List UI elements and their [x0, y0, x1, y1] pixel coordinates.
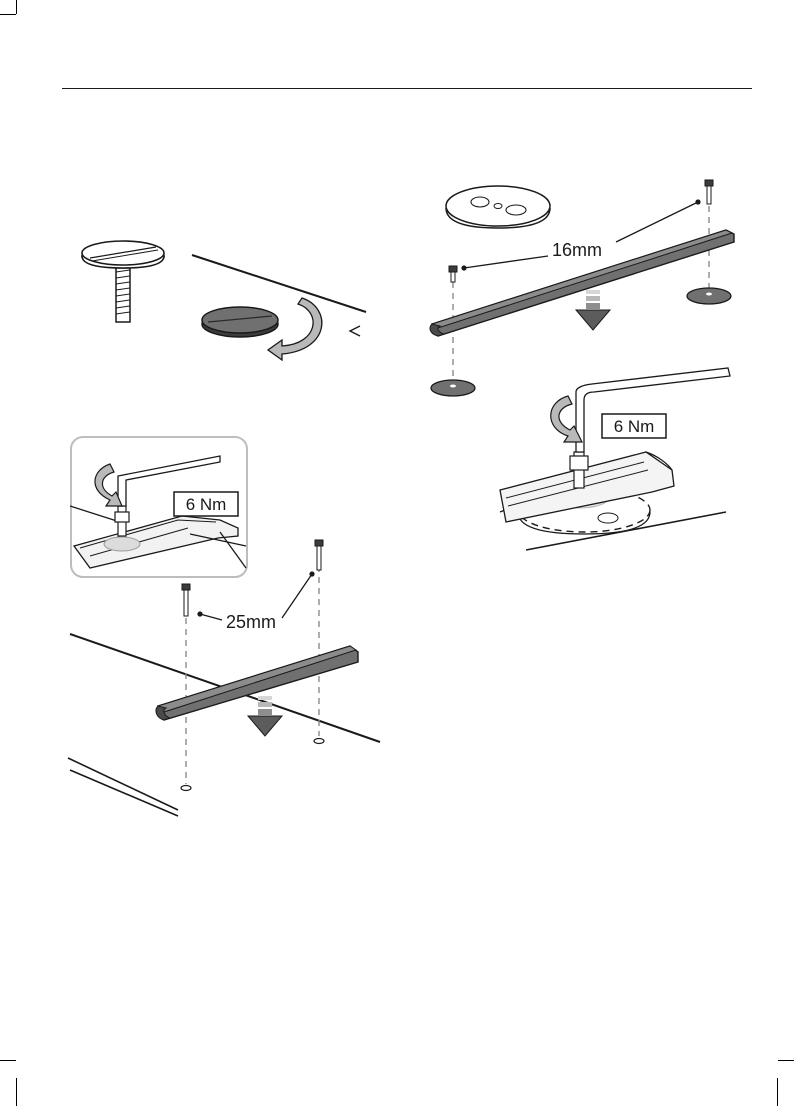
bolt-icon	[449, 266, 457, 282]
cap-removal-illustration	[60, 220, 380, 370]
rail-install-left: 25mm	[60, 530, 390, 820]
bolt-length-label-short: 16mm	[552, 240, 602, 260]
crop-mark-bottom-left-h	[0, 1060, 16, 1061]
crop-mark-bottom-left-v	[16, 1078, 17, 1106]
bolt-icon	[315, 540, 323, 570]
torque-label-left: 6 Nm	[186, 495, 227, 514]
bolt-icon	[182, 584, 190, 616]
crop-mark-bottom-right-v	[777, 1078, 778, 1106]
hex-key-icon	[576, 368, 730, 452]
cap-icon	[202, 307, 278, 337]
torque-label-right: 6 Nm	[614, 417, 655, 436]
crop-mark-bottom-right-h	[778, 1060, 794, 1061]
torque-detail-right: 6 Nm	[496, 362, 746, 554]
bolt-icon	[705, 180, 713, 204]
bolt-length-label-long: 25mm	[226, 612, 276, 632]
crop-mark-top-left-v	[16, 0, 17, 14]
bolt-icon	[82, 241, 164, 322]
down-arrow-icon	[576, 290, 610, 330]
header-rule	[62, 88, 752, 89]
crop-mark-top-left-h	[0, 14, 16, 15]
down-arrow-icon	[248, 696, 282, 736]
